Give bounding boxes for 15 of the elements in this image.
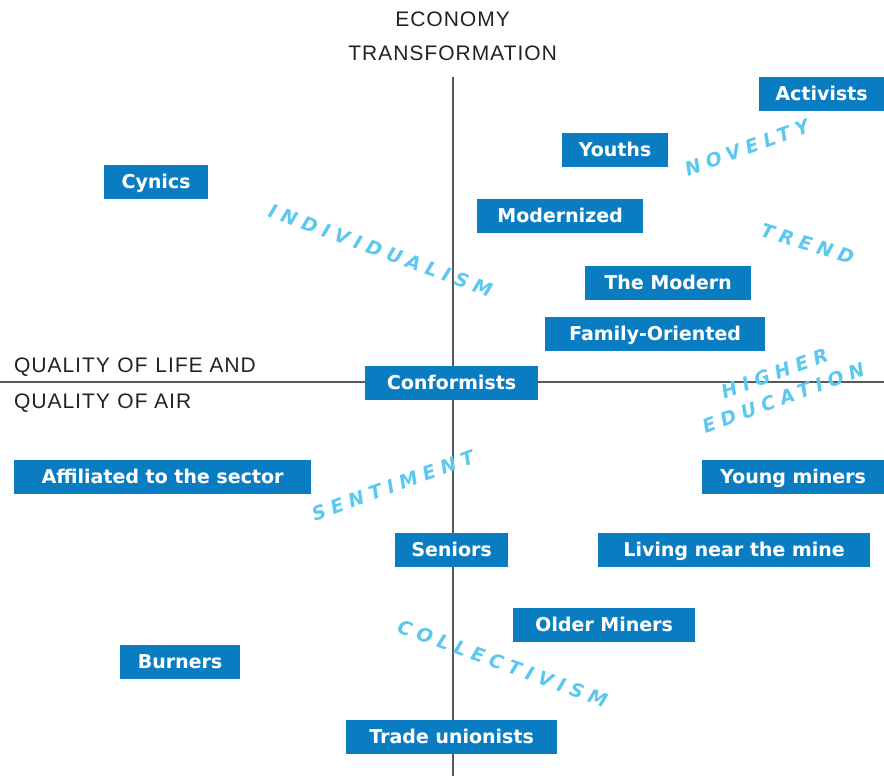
axis-label: ECONOMY TRANSFORMATION [347, 7, 559, 67]
axis-label: QUALITY OF LIFE AND QUALITY OF AIR [14, 353, 258, 415]
group-label: Burners [120, 645, 240, 679]
group-label: Affiliated to the sector [14, 460, 311, 494]
group-label: Seniors [395, 533, 508, 567]
group-label: Family-Oriented [545, 317, 765, 351]
group-label: Modernized [477, 199, 643, 233]
group-label: Activists [759, 77, 884, 111]
group-label: Cynics [104, 165, 208, 199]
group-label: Youths [562, 133, 668, 167]
group-label: Living near the mine [598, 533, 870, 567]
group-label: Trade unionists [346, 720, 557, 754]
group-label: Conformists [365, 366, 538, 400]
group-label: The Modern [585, 266, 751, 300]
group-label: Young miners [702, 460, 884, 494]
